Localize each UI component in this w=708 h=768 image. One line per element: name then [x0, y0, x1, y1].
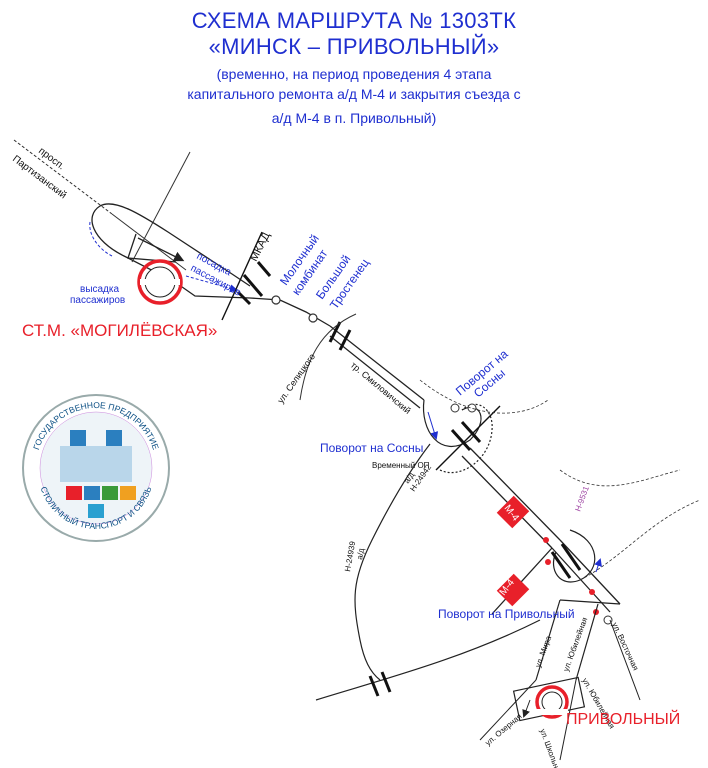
label-street-shkolnaya-1: ул. Школьная	[538, 728, 564, 768]
map-subtitle-line1: (временно, на период проведения 4 этапа	[216, 66, 492, 82]
label-tract-smilovichsky: тр. Смиловичский	[349, 360, 413, 416]
label-metro-station: СТ.М. «МОГИЛЁВСКАЯ»	[22, 321, 217, 340]
label-street-mira: ул. Мира	[533, 634, 553, 669]
road-loop-upper	[99, 203, 251, 287]
bridge-south-icon	[368, 671, 392, 697]
company-logo	[22, 394, 170, 542]
map-subtitle-line2: капитального ремонта а/д М-4 и закрытия …	[187, 86, 521, 102]
stop-trostenets-icon	[308, 313, 318, 323]
stop-dairy-icon	[271, 295, 281, 305]
label-street-vostochnaya: ул. Восточная	[610, 621, 640, 672]
road-partizansky	[13, 139, 187, 271]
m4-sign-upper	[496, 495, 530, 529]
selitsky-bridge-icon	[299, 313, 357, 401]
label-turn-privolny: Поворот на Привольный	[438, 607, 575, 621]
label-turn-sosny-left: Поворот на Сосны	[320, 441, 423, 455]
label-road-n9531: Н-9531	[573, 484, 591, 512]
highway-m4	[461, 447, 621, 615]
label-alighting-2: пассажиров	[70, 295, 125, 306]
route-main-road	[91, 205, 331, 327]
label-street-selitsky: ул. Селицкого	[275, 352, 317, 406]
map-title-line2: «МИНСК – ПРИВОЛЬНЫЙ»	[208, 34, 500, 59]
road-cross-north	[131, 151, 191, 263]
label-alighting-1: высадка	[80, 284, 119, 295]
loop-inner	[127, 233, 177, 263]
label-street-yubileinaya: ул. Юбилейная	[561, 616, 589, 673]
interchange-sosny	[419, 379, 549, 474]
map-subtitle-line3: а/д М-4 в п. Привольный)	[271, 110, 437, 126]
route-path-station-west	[89, 221, 113, 257]
map-title-line1: СХЕМА МАРШРУТА № 1303ТК	[191, 8, 517, 33]
mkad-bridge-icon	[221, 231, 272, 321]
road-south-west	[315, 619, 541, 701]
interchange-privolny	[543, 469, 701, 625]
road-n24939	[354, 443, 431, 681]
road-smilovichsky	[329, 325, 425, 409]
m4-sign-lower	[496, 573, 530, 607]
label-road-n24939-a: а/д	[355, 547, 366, 560]
label-temp-stop: Временный ОП	[372, 461, 430, 470]
route-path-boarding	[185, 275, 238, 293]
label-mkad: МКАД	[248, 230, 273, 263]
label-destination: ПРИВОЛЬНЫЙ	[566, 709, 680, 728]
route-arrow-inner	[137, 237, 185, 262]
privolny-terminal-icon	[535, 685, 569, 719]
metro-station-icon	[137, 259, 183, 305]
